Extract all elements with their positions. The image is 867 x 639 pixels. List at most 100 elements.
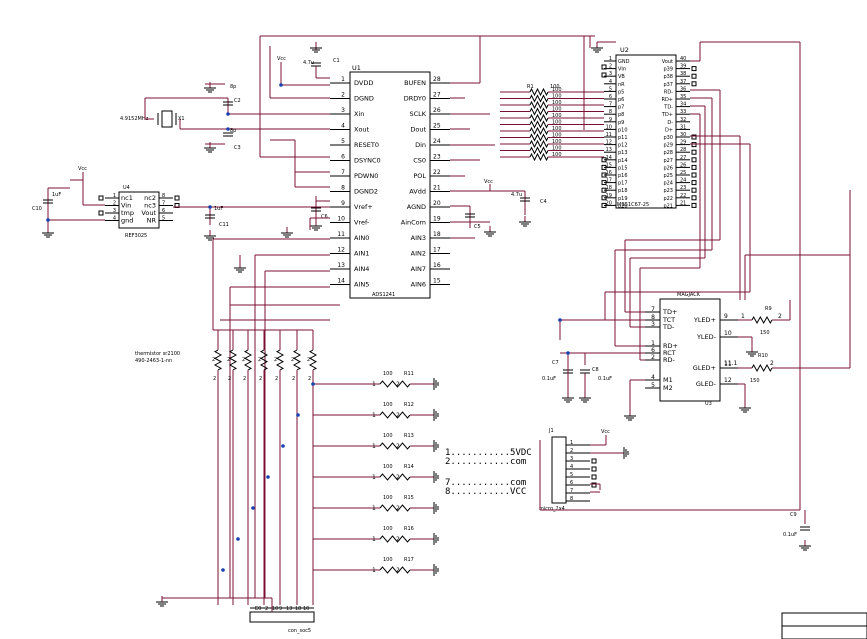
thermistor-resistor-label: 2 (213, 376, 216, 382)
u2-pin-name: p30 (663, 135, 673, 141)
u2-pin-num: 24 (680, 178, 686, 184)
u2-pin-num: 13 (606, 147, 612, 153)
r-series-pin2: 2 (396, 381, 400, 388)
c4-ref: C4 (540, 199, 547, 205)
r1-element-value: 100 (552, 126, 562, 132)
u2-pin-name: p9 (618, 120, 624, 126)
u1-pin-num: 3 (341, 107, 345, 114)
u4-pin-name: Vout (141, 209, 156, 217)
r-series-pin2: 2 (396, 474, 400, 481)
u1-pin-num: 19 (433, 216, 441, 223)
u1-pin-num: 26 (433, 107, 441, 114)
u2-pin-num: 21 (680, 200, 686, 206)
u2-pin-num: 29 (680, 140, 686, 146)
u1-pin-num: 6 (341, 154, 345, 161)
junction-dot (279, 83, 283, 87)
con-pin-num: 13 (286, 606, 292, 612)
u3-pin-name: TD+ (662, 308, 677, 316)
u2-pin-name: p15 (618, 165, 628, 171)
u4-pin-name: NR (147, 217, 157, 225)
r-series-pin1: 1 (372, 474, 376, 481)
u1-pin-name: DVDD (354, 79, 373, 87)
u3-pin-name: M1 (663, 376, 673, 384)
u2-nc-pin (691, 202, 697, 208)
r9-ref: R9 (765, 306, 772, 312)
u4-pin-num: 5 (162, 216, 165, 222)
u1-pin-name: AIN0 (354, 234, 369, 242)
u1-pin-num: 21 (433, 185, 441, 192)
u2-pin-name: p8 (618, 112, 624, 118)
r1-resistor-element (529, 120, 549, 129)
pinout-note: 7...........com (445, 478, 526, 488)
r-series-pin1: 1 (372, 443, 376, 450)
r10-value: 150 (750, 378, 760, 384)
u2-pin-num: 18 (606, 185, 612, 191)
u2-nc-pin (601, 164, 607, 170)
u2-pin-name: TD- (663, 105, 673, 111)
pinout-note: 8...........VCC (445, 487, 526, 497)
u2-pin-num: 6 (609, 94, 612, 100)
junction-dot (46, 218, 50, 222)
u1-pin-name: AIN4 (354, 265, 369, 273)
r-series-pin1: 1 (372, 536, 376, 543)
u2-pin-num: 27 (680, 155, 686, 161)
thermistor-resistor-label: 2 (292, 376, 295, 382)
u2-pin-name: p17 (618, 181, 628, 187)
j1-nc-pin (591, 474, 597, 480)
u4-pin-name: Vin (121, 202, 131, 210)
u3-pin-num: 7 (651, 306, 655, 313)
u2-pin-name: RD+ (661, 97, 673, 103)
u2-pin-num: 22 (680, 193, 686, 199)
u2-pin-num: 19 (606, 193, 612, 199)
vcc-label: Vcc (78, 166, 87, 172)
u2-nc-pin (691, 172, 697, 178)
u2-pin-name: p23 (663, 188, 673, 194)
u1-pin-num: 17 (433, 247, 441, 254)
u2-nc-pin (601, 72, 607, 78)
r-series-ref: R13 (404, 433, 414, 439)
u1-pin-name: AIN2 (411, 250, 426, 258)
u2-pin-name: p6 (618, 97, 624, 103)
u2-pin-num: 34 (680, 102, 686, 108)
thermistor-resistor-label: 2 (308, 376, 311, 382)
thermistor-resistor (259, 349, 269, 371)
c10-ref: C10 (32, 206, 42, 212)
u2-pin-num: 12 (606, 140, 612, 146)
r1-value: 100 (550, 84, 560, 90)
u2-nc-pin (691, 142, 697, 148)
u2-pin-num: 15 (606, 162, 612, 168)
u1-pin-name: SCLK (409, 110, 426, 118)
u1-pin-num: 12 (337, 247, 345, 254)
u1-pin-name: Vref- (354, 219, 370, 227)
u1-pin-name: PDWN0 (354, 172, 378, 180)
pinout-note: 1...........5VDC (445, 448, 532, 458)
thermistor-resistor (308, 349, 318, 371)
u2-pin-name: p10 (618, 127, 628, 133)
con-pin-num: E0 (255, 606, 261, 612)
u2-pin-num: 16 (606, 170, 612, 176)
r10-resistor (751, 363, 773, 373)
junction-dot (558, 318, 562, 322)
u4-body (118, 191, 160, 229)
crystal-frequency: 4.9152MHz (120, 116, 149, 122)
u3-pin-name: YLED- (696, 333, 717, 341)
r-series-pin2: 2 (396, 505, 400, 512)
u2-pin-name: TD+ (661, 112, 673, 118)
u2-nc-pin (601, 172, 607, 178)
u3-pin-num: 4 (651, 374, 655, 381)
r-series-pin1: 1 (372, 505, 376, 512)
u1-pin-num: 5 (341, 138, 345, 145)
u1-pin-name: Din (415, 141, 426, 149)
r1-resistor-element (529, 152, 549, 162)
thermistor-part: 490-2463-1-nn (135, 358, 172, 364)
wire (144, 98, 154, 120)
u2-pin-num: 7 (609, 102, 612, 108)
r-series-resistor (379, 473, 411, 481)
u3-pin-num: 9 (724, 313, 728, 320)
c3-ref: C3 (234, 145, 241, 151)
u3-pin-num: 6 (651, 347, 655, 354)
r-series-ref: R11 (404, 371, 414, 377)
thermistor-resistor-pin: 2 (291, 357, 294, 363)
c9-value: 0.1uF (783, 532, 797, 538)
r-series-value: 100 (383, 526, 393, 532)
